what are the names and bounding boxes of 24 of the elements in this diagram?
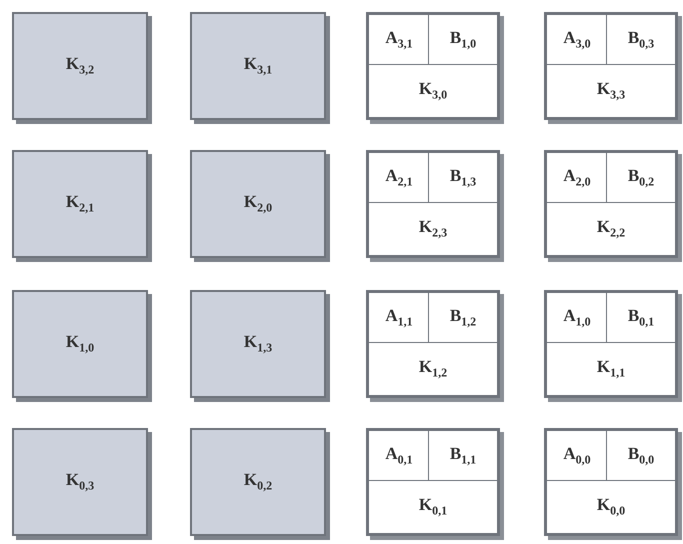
matrix-cell: A$_{2,0}$ [546, 152, 608, 204]
matrix-cell: K$_{2,2}$ [546, 202, 676, 256]
matrix-cell: K$_{0,0}$ [546, 480, 676, 534]
matrix-cell: A$_{1,1}$ [368, 292, 430, 344]
matrix-cell: B$_{0,1}$ [606, 292, 676, 344]
matrix-cell: K$_{1,2}$ [368, 342, 498, 396]
matrix-cell: B$_{0,3}$ [606, 14, 676, 66]
matrix-cell: A$_{2,1}$ [368, 152, 430, 204]
matrix-cell: A$_{3,0}$ [546, 14, 608, 66]
matrix-cell: K$_{2,3}$ [368, 202, 498, 256]
matrix-cell: B$_{0,2}$ [606, 152, 676, 204]
matrix-cell: K$_{3,0}$ [368, 64, 498, 118]
matrix-cell: B$_{0,0}$ [606, 430, 676, 482]
matrix-cell: A$_{0,0}$ [546, 430, 608, 482]
matrix-cell: K$_{0,1}$ [368, 480, 498, 534]
matrix-cell: B$_{1,2}$ [428, 292, 498, 344]
matrix-cell: B$_{1,0}$ [428, 14, 498, 66]
matrix-cell: A$_{3,1}$ [368, 14, 430, 66]
matrix-cell: A$_{1,0}$ [546, 292, 608, 344]
matrix-cell: K$_{3,3}$ [546, 64, 676, 118]
matrix-cell: A$_{0,1}$ [368, 430, 430, 482]
matrix-cell: K$_{1,1}$ [546, 342, 676, 396]
matrix-cell: B$_{1,3}$ [428, 152, 498, 204]
matrix-cell: B$_{1,1}$ [428, 430, 498, 482]
